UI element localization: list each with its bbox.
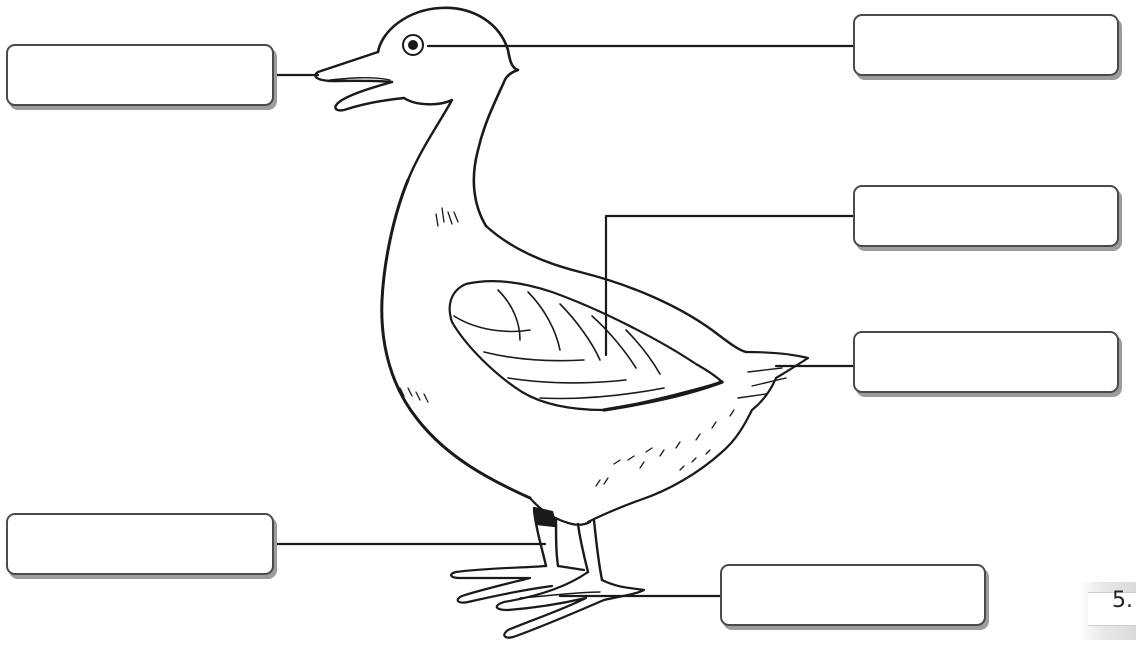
goose-feather-marks — [399, 207, 735, 487]
label-box-tail[interactable] — [853, 331, 1119, 393]
label-box-foot[interactable] — [720, 564, 986, 626]
leader-lines — [270, 44, 858, 598]
goose-head-lower — [402, 96, 454, 182]
goose-tail-feathers — [737, 367, 787, 399]
label-box-eye[interactable] — [853, 14, 1119, 76]
leader-line-wing — [604, 214, 858, 357]
label-box-beak[interactable] — [6, 44, 274, 106]
page-number: 5. — [1112, 588, 1133, 613]
page-tab — [1080, 582, 1136, 640]
goose-beak — [314, 50, 406, 112]
goose-feet — [450, 564, 646, 639]
label-box-wing[interactable] — [853, 185, 1119, 247]
goose-eye-icon — [402, 34, 424, 56]
goose-neck-front — [380, 178, 532, 500]
goose-head — [376, 6, 520, 228]
goose-tail — [586, 350, 810, 524]
goose-back — [484, 224, 748, 354]
page-tab-inner — [1088, 592, 1136, 626]
goose-legs — [532, 506, 604, 582]
label-box-leg[interactable] — [6, 513, 274, 575]
goose-wing — [448, 280, 724, 412]
